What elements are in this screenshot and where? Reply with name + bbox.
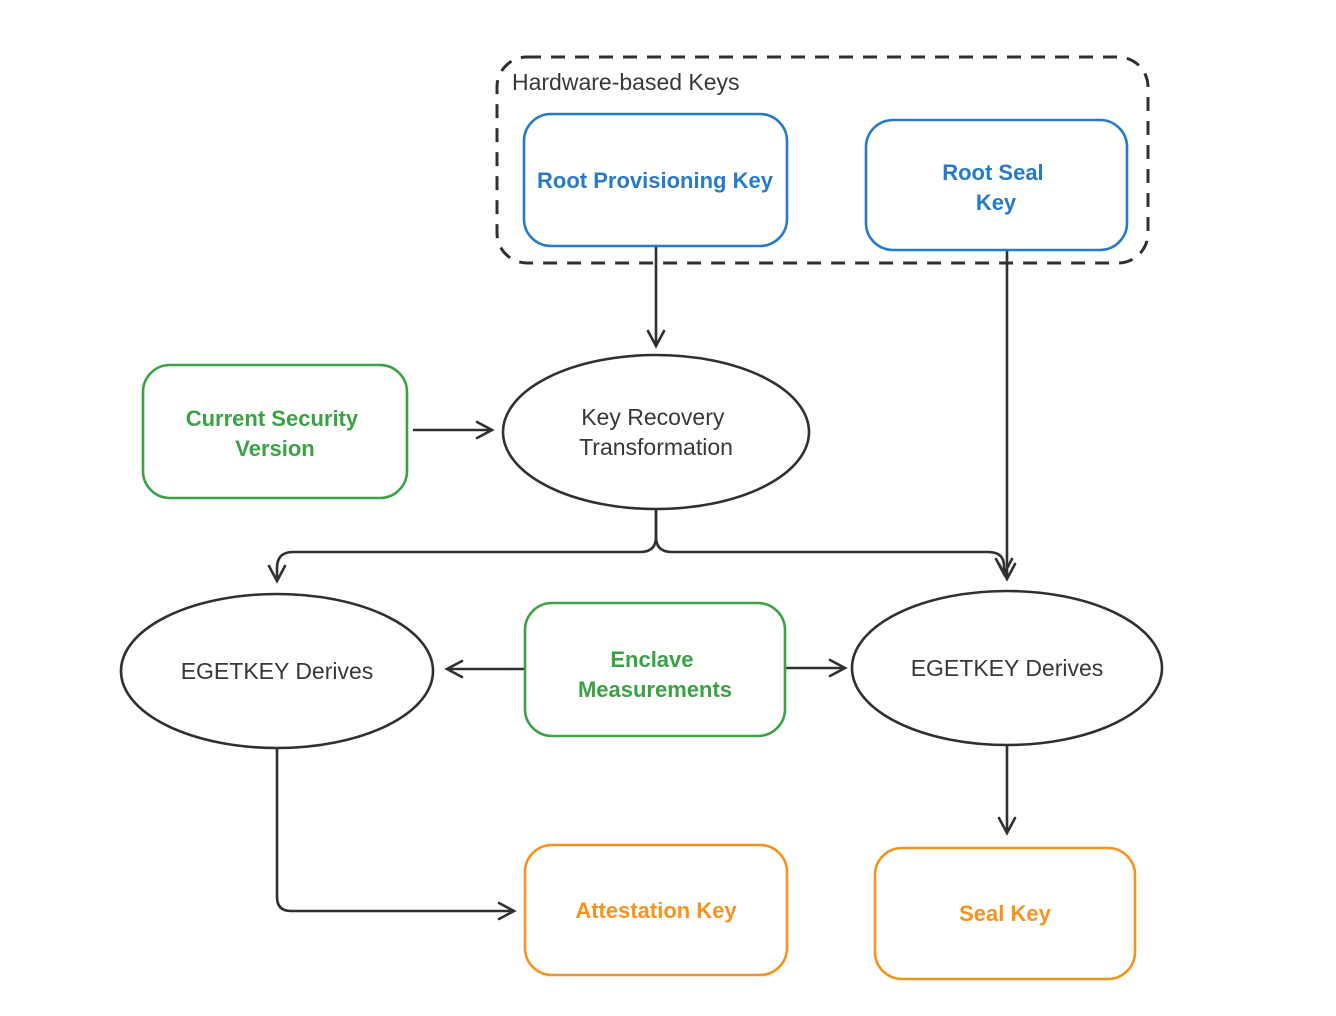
current-security-version-label: Current Security Version — [186, 406, 365, 461]
key-recovery-transformation-ellipse — [501, 353, 811, 511]
root-provisioning-key-label: Root Provisioning Key — [537, 168, 774, 193]
egetkey-left-label: EGETKEY Derives — [181, 658, 374, 684]
node-enclave-measurements: Enclave Measurements — [523, 601, 787, 738]
attestation-key-box — [523, 843, 789, 977]
node-root-provisioning-key: Root Provisioning Key — [522, 112, 789, 248]
root-seal-key-box — [864, 118, 1129, 252]
root-seal-key-line1: Root Seal — [942, 160, 1043, 185]
node-current-security-version: Current Security Version — [141, 363, 409, 500]
node-egetkey-left: EGETKEY Derives — [119, 592, 435, 750]
node-attestation-key: Attestation Key — [523, 843, 789, 977]
root-seal-key-label: Root Seal Key — [942, 160, 1050, 215]
egetkey-right-ellipse — [850, 589, 1164, 747]
hardware-keys-group-border — [495, 55, 1150, 265]
enclave-measurements-label: Enclave Measurements — [578, 647, 732, 702]
egetkey-left-ellipse — [119, 592, 435, 750]
egetkey-right-label: EGETKEY Derives — [911, 655, 1104, 681]
node-egetkey-right: EGETKEY Derives — [850, 589, 1164, 747]
current-security-version-box — [141, 363, 409, 500]
edge-krt-to-egetkey-right — [654, 510, 1014, 577]
seal-key-box — [873, 846, 1137, 981]
node-key-recovery-transformation: Key Recovery Transformation — [501, 353, 811, 511]
krt-line1: Key Recovery — [581, 404, 725, 430]
krt-line2: Transformation — [579, 434, 733, 460]
hardware-keys-group-label: Hardware-based Keys — [512, 69, 740, 95]
root-provisioning-key-box — [522, 112, 789, 248]
node-root-seal-key: Root Seal Key — [864, 118, 1129, 252]
current-security-version-line1: Current Security — [186, 406, 359, 431]
edges — [267, 247, 1017, 921]
edge-krt-to-egetkey-left — [267, 510, 658, 584]
current-security-version-line2: Version — [235, 436, 314, 461]
enclave-line2: Measurements — [578, 677, 732, 702]
enclave-measurements-box — [523, 601, 787, 738]
root-seal-key-line2: Key — [976, 190, 1017, 215]
node-seal-key: Seal Key — [873, 846, 1137, 981]
key-recovery-transformation-label: Key Recovery Transformation — [579, 404, 733, 460]
seal-key-label: Seal Key — [959, 901, 1051, 926]
edge-egetkey-left-to-attestation — [275, 748, 517, 921]
enclave-line1: Enclave — [610, 647, 693, 672]
group-hardware-based-keys: Hardware-based Keys Root Provisioning Ke… — [495, 55, 1150, 265]
attestation-key-label: Attestation Key — [575, 898, 737, 923]
